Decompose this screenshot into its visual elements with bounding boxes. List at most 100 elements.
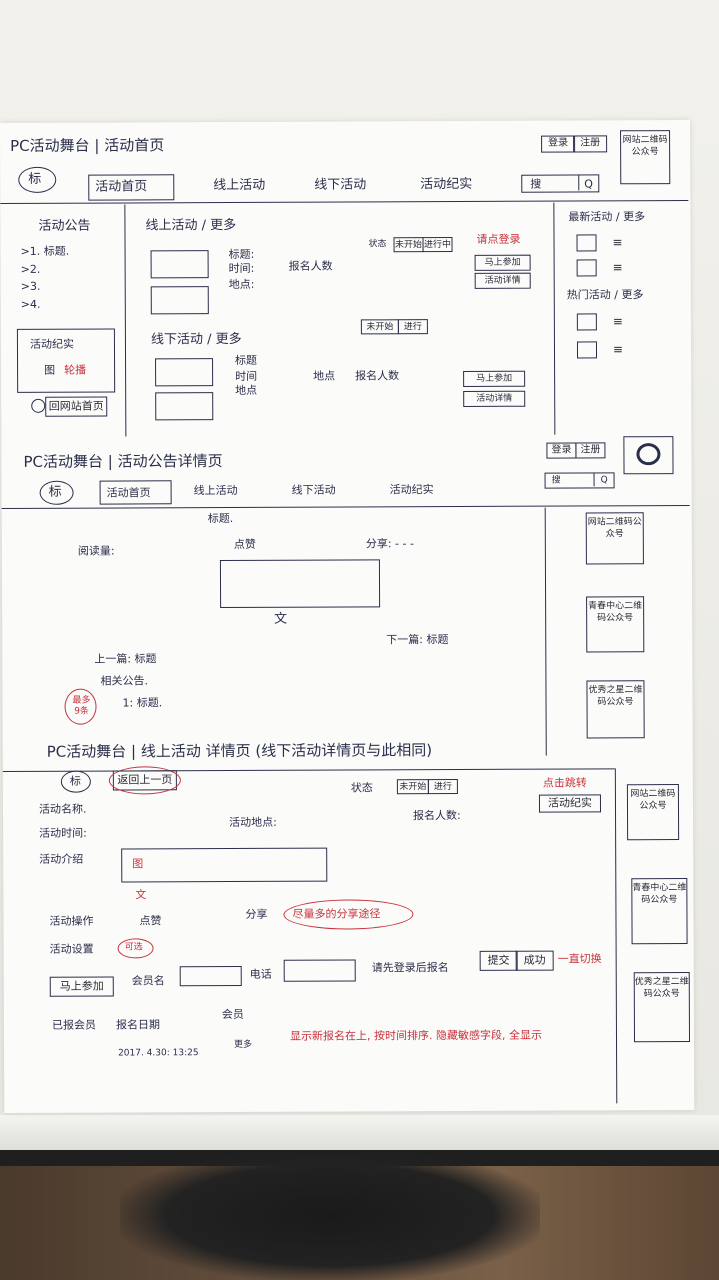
register-button[interactable]: 注册 <box>575 442 606 459</box>
record-carousel-box[interactable]: 活动纪实 图 轮播 <box>16 328 116 393</box>
left-column-divider <box>124 204 127 437</box>
hot-activity-thumb[interactable] <box>576 313 597 331</box>
prev-article-link[interactable]: 上一篇: 标题 <box>94 652 157 666</box>
offline-time-label: 时间 <box>235 369 258 383</box>
search-input[interactable]: 搜 Q <box>521 174 600 193</box>
activity-intro-image: 图 <box>121 847 328 883</box>
back-to-site-link[interactable]: 回网站首页 <box>45 396 108 417</box>
nav-record-tab[interactable]: 活动纪实 <box>420 176 473 193</box>
search-icon[interactable]: Q <box>600 475 608 486</box>
offline-place-label: 地点 <box>235 383 258 397</box>
join-now-button[interactable]: 马上参加 <box>49 976 114 997</box>
search-icon[interactable]: Q <box>584 177 593 191</box>
like-button[interactable]: 点赞 <box>139 914 162 928</box>
online-place-label: 地点: <box>228 277 255 292</box>
share-links[interactable]: 分享: - - - <box>365 537 414 551</box>
nav-offline-tab[interactable]: 线下活动 <box>291 483 336 497</box>
youth-center-qr-code: 青春中心二维码公众号 <box>586 596 645 653</box>
scribbled-logo-box <box>623 436 674 475</box>
online-time-label: 时间: <box>228 261 255 276</box>
feet-shadow <box>120 1150 540 1280</box>
latest-activities-header[interactable]: 最新活动 / 更多 <box>568 210 646 224</box>
offline-place-value: 地点 <box>313 369 336 383</box>
list-lines-icon: ≡ <box>612 314 623 329</box>
read-count-label: 阅读量: <box>77 544 115 558</box>
offline-activity-image[interactable] <box>155 392 214 421</box>
search-placeholder: 搜 <box>530 177 542 191</box>
related-notices-heading: 相关公告. <box>100 674 148 688</box>
logo-text: 标 <box>28 171 42 187</box>
notice-page-title: PC活动舞台 | 活动公告详情页 <box>23 452 223 471</box>
success-state: 成功 <box>515 950 554 971</box>
offline-count-label: 报名人数 <box>355 369 400 383</box>
search-divider <box>593 473 595 487</box>
activity-place-label: 活动地点: <box>229 815 277 830</box>
nav-home-tab[interactable]: 活动首页 <box>88 174 175 201</box>
status-in-progress[interactable]: 进行 <box>427 779 458 795</box>
online-activity-image[interactable] <box>150 250 209 279</box>
header-divider <box>2 768 615 772</box>
phone-input[interactable] <box>283 959 356 982</box>
notice-title: 标题. <box>207 511 234 526</box>
offline-section-header[interactable]: 线下活动 / 更多 <box>150 331 242 348</box>
share-button[interactable]: 分享 <box>245 907 268 921</box>
search-placeholder: 搜 <box>551 475 561 486</box>
offline-detail-button[interactable]: 活动详情 <box>463 390 526 407</box>
nav-offline-tab[interactable]: 线下活动 <box>314 177 367 193</box>
registered-members-label: 已报会员 <box>51 1018 96 1032</box>
intro-image-icon: 图 <box>132 857 144 871</box>
star-qr-code: 优秀之星二维码公众号 <box>586 680 645 739</box>
notice-item[interactable]: >3. <box>20 279 41 293</box>
online-section-header[interactable]: 线上活动 / 更多 <box>145 217 237 234</box>
notice-body-text: 文 <box>274 611 288 627</box>
hot-activity-thumb[interactable] <box>576 341 598 359</box>
nav-online-tab[interactable]: 线上活动 <box>193 483 238 498</box>
hot-activities-header[interactable]: 热门活动 / 更多 <box>566 288 644 302</box>
online-join-button[interactable]: 马上参加 <box>474 254 531 271</box>
list-ordering-note: 显示新报名在上, 按时间排序. 隐藏敏感字段, 全显示 <box>289 1028 542 1043</box>
logo-text: 标 <box>69 774 81 788</box>
status-not-started[interactable]: 未开始 <box>393 237 424 253</box>
site-qr-code: 网站二维码公众号 <box>626 784 680 841</box>
next-article-link[interactable]: 下一篇: 标题 <box>386 633 449 647</box>
record-carousel-title: 活动纪实 <box>29 337 74 351</box>
notice-item[interactable]: >4. <box>20 297 41 311</box>
latest-activity-thumb[interactable] <box>576 259 597 277</box>
optional-note-circle: 可选 <box>117 938 154 959</box>
online-detail-button[interactable]: 活动详情 <box>474 272 531 289</box>
login-button[interactable]: 登录 <box>546 442 577 459</box>
online-detail-page-title: PC活动舞台 | 线上活动 详情页 (线下活动详情页与此相同) <box>46 741 433 761</box>
member-name-input[interactable] <box>179 965 242 987</box>
status-in-progress[interactable]: 进行中 <box>422 237 453 253</box>
notice-item[interactable]: >1. 标题. <box>20 244 70 258</box>
online-count-label: 报名人数 <box>288 259 333 273</box>
register-button[interactable]: 注册 <box>573 135 608 153</box>
list-lines-icon: ≡ <box>612 260 623 275</box>
carousel-image-icon: 图 <box>44 363 56 377</box>
more-link[interactable]: 更多 <box>234 1039 253 1050</box>
offline-join-button[interactable]: 马上参加 <box>463 370 526 387</box>
offline-activity-image[interactable] <box>155 358 214 387</box>
login-note: 请点登录 <box>476 232 521 246</box>
carousel-note: 轮播 <box>64 363 87 377</box>
right-column-divider <box>544 507 547 756</box>
login-button[interactable]: 登录 <box>541 135 576 153</box>
search-input[interactable]: 搜 Q <box>544 472 615 489</box>
like-button[interactable]: 点赞 <box>233 537 256 551</box>
nav-online-tab[interactable]: 线上活动 <box>213 177 266 194</box>
status-in-progress[interactable]: 进行 <box>397 319 428 335</box>
intro-text-label: 文 <box>135 888 147 902</box>
record-button[interactable]: 活动纪实 <box>538 794 602 813</box>
share-note: 尽量多的分享途径 <box>292 907 381 921</box>
nav-home-tab[interactable]: 活动首页 <box>99 480 172 505</box>
online-activity-image[interactable] <box>150 286 209 315</box>
submit-button[interactable]: 提交 <box>479 950 518 971</box>
site-logo: 标 <box>39 480 74 505</box>
notice-item[interactable]: >2. <box>20 262 41 276</box>
latest-activity-thumb[interactable] <box>576 234 597 252</box>
scribble-icon <box>636 443 661 466</box>
status-not-started[interactable]: 未开始 <box>396 779 429 795</box>
status-not-started[interactable]: 未开始 <box>360 319 399 335</box>
nav-record-tab[interactable]: 活动纪实 <box>389 483 434 497</box>
related-notice-item[interactable]: 1: 标题. <box>122 696 163 710</box>
